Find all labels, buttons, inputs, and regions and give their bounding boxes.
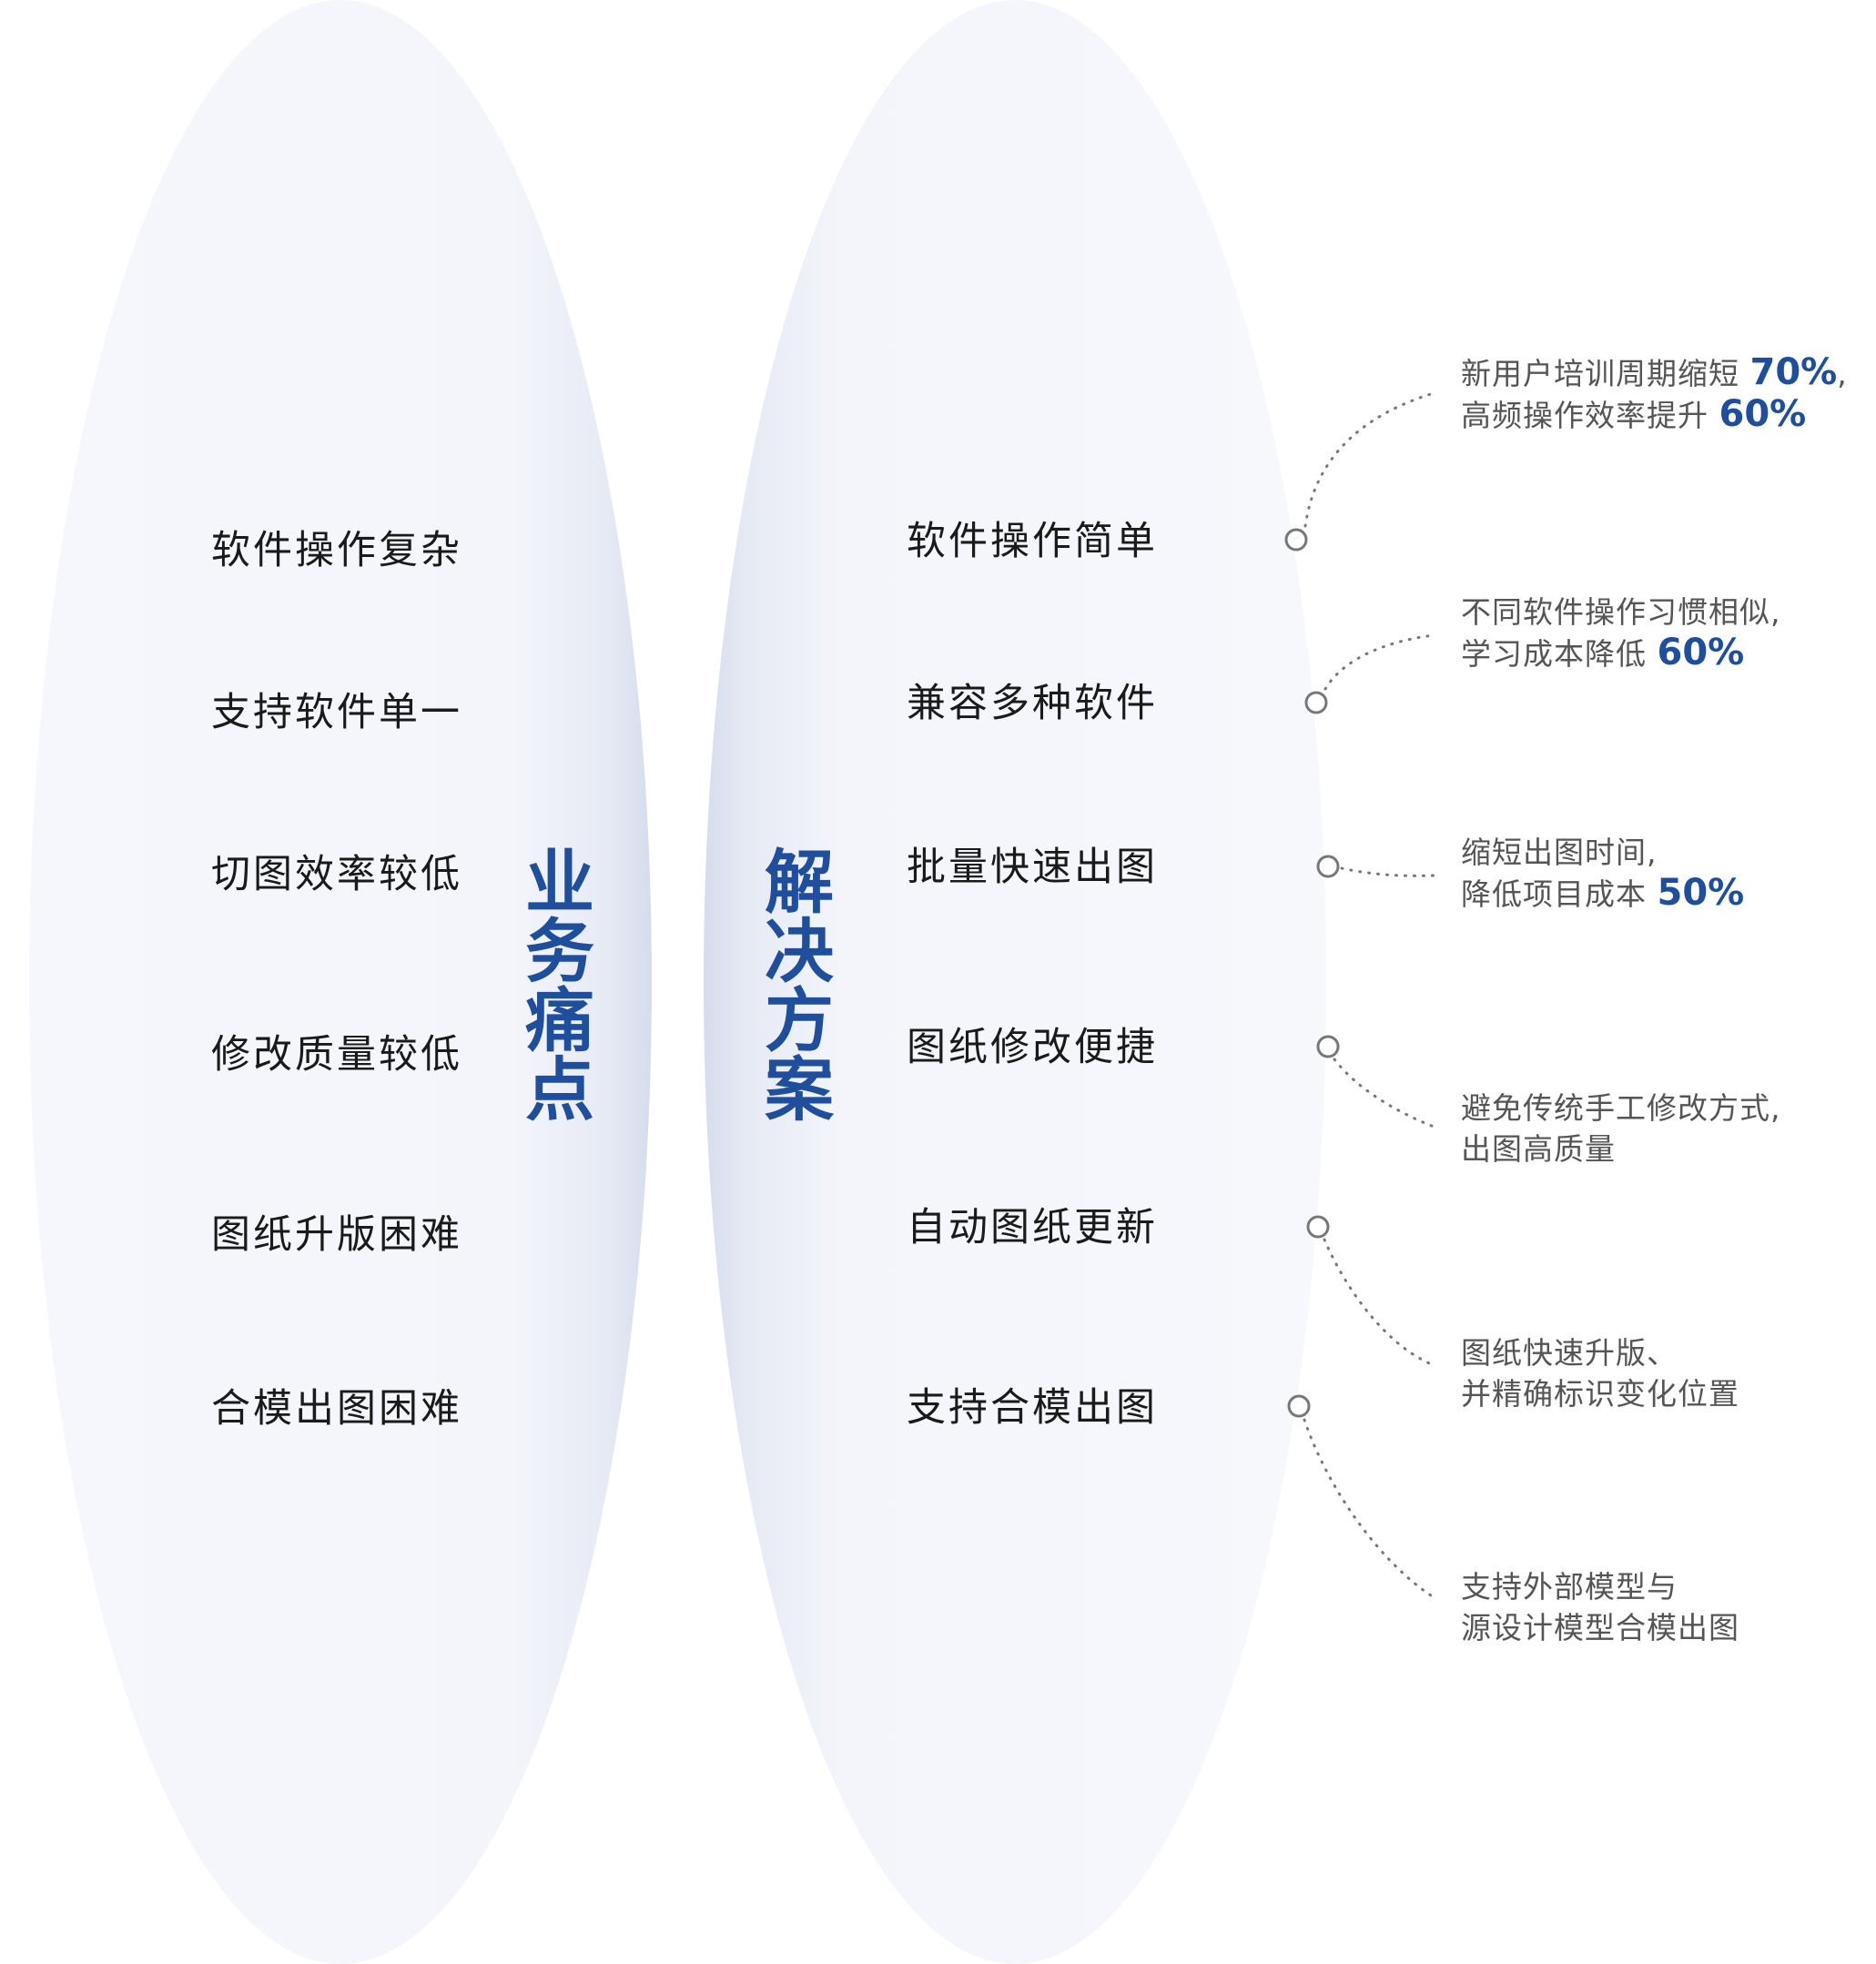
connector-line-3 [1340,866,1435,877]
benefit-note-2: 不同软件操作习惯相似, 学习成本降低 60% [1461,592,1781,674]
benefit-1-value1: 70% [1749,351,1838,393]
connector-node-4 [1316,1035,1340,1058]
solution-title-char-4: 案 [765,1049,834,1130]
benefit-2-value: 60% [1657,632,1745,673]
connector-line-4 [1333,1058,1435,1129]
solution-item-5: 自动图纸更新 [907,1205,1158,1250]
benefit-note-6: 支持外部模型与 源设计模型合模出图 [1461,1566,1739,1648]
pain-item-2: 支持软件单一 [211,690,462,735]
connector-node-1 [1284,528,1308,552]
solution-title-char-1: 解 [765,842,834,923]
benefit-1-value2: 60% [1719,393,1807,435]
solution-title-char-3: 方 [765,980,834,1061]
benefit-note-1: 新用户培训周期缩短 70%, 高频操作效率提升 60% [1461,352,1848,436]
benefit-3-value: 50% [1657,872,1745,914]
solution-item-6: 支持合模出图 [907,1385,1158,1431]
pain-ellipse [29,0,652,1964]
solution-title: 解决方案 [758,848,840,1125]
benefit-note-3: 缩短出图时间, 降低项目成本 50% [1461,832,1744,915]
benefit-note-4: 避免传统手工修改方式, 出图高质量 [1461,1088,1781,1169]
pain-item-1: 软件操作复杂 [211,528,462,573]
pain-title-char-1: 业 [525,842,594,923]
pain-item-6: 合模出图困难 [211,1386,462,1432]
benefit-2-line2: 学习成本降低 60% [1461,632,1745,673]
benefit-5-line1: 图纸快速升版、 [1461,1335,1678,1371]
solution-ellipse [704,0,1326,1964]
pain-title-char-3: 痛 [525,980,594,1061]
benefit-2-line1: 不同软件操作习惯相似, [1461,594,1781,630]
benefit-note-5: 图纸快速升版、 并精确标识变化位置 [1461,1332,1739,1414]
pain-item-3: 切图效率较低 [211,852,462,897]
pain-item-4: 修改质量较低 [211,1032,462,1078]
connector-line-5 [1323,1238,1435,1367]
solution-item-3: 批量快速出图 [907,845,1158,890]
benefit-3-line2: 降低项目成本 50% [1461,872,1745,914]
benefit-4-line2: 出图高质量 [1461,1131,1616,1167]
connector-line-2 [1323,633,1435,691]
benefit-4-line1: 避免传统手工修改方式, [1461,1090,1781,1126]
benefit-1-line2: 高频操作效率提升 60% [1461,393,1807,435]
pain-title: 业务痛点 [519,848,601,1125]
connector-node-3 [1316,855,1340,878]
benefit-6-line1: 支持外部模型与 [1461,1569,1678,1605]
benefit-6-line2: 源设计模型合模出图 [1461,1610,1739,1645]
solution-item-2: 兼容多种软件 [907,681,1158,726]
connector-group [1284,391,1435,1599]
solution-title-char-2: 决 [765,911,834,992]
pain-item-5: 图纸升版困难 [211,1212,462,1258]
connector-line-1 [1303,391,1435,528]
connector-node-5 [1306,1215,1330,1239]
pain-title-char-2: 务 [525,911,594,992]
benefit-5-line2: 并精确标识变化位置 [1461,1376,1739,1412]
benefit-1-line1: 新用户培训周期缩短 70%, [1461,351,1848,393]
solution-item-1: 软件操作简单 [907,519,1158,564]
connector-node-2 [1304,691,1328,714]
benefit-3-line1: 缩短出图时间, [1461,835,1658,870]
connector-node-6 [1287,1394,1311,1418]
pain-title-char-4: 点 [525,1049,594,1130]
solution-item-4: 图纸修改便捷 [907,1025,1158,1070]
connector-line-6 [1303,1418,1435,1599]
